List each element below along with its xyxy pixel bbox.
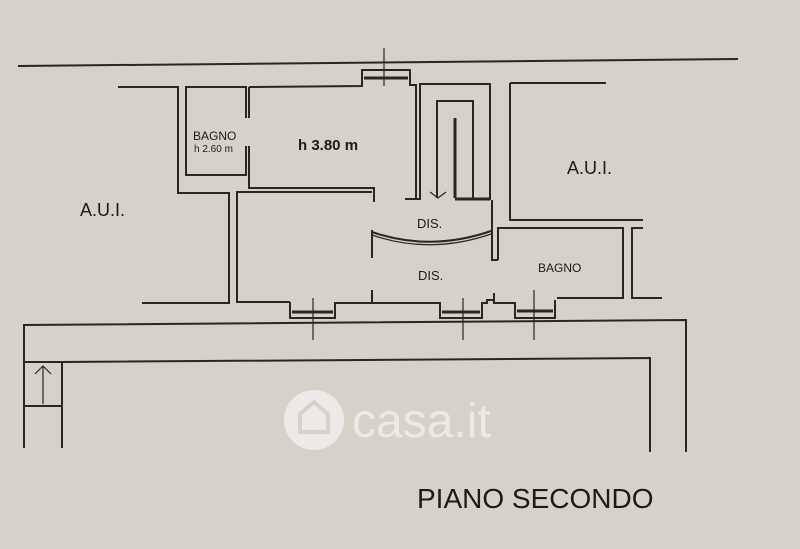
- watermark-text: casa.it: [352, 395, 491, 448]
- room-label-dis-lower: DIS.: [418, 268, 443, 283]
- room-label-dis-upper: DIS.: [417, 216, 442, 231]
- watermark: casa.it: [284, 390, 491, 450]
- walls: [17, 48, 739, 452]
- room-label-bagno-small: BAGNO: [193, 129, 236, 143]
- plan-title: PIANO SECONDO: [417, 483, 653, 514]
- casa-logo-icon: [284, 390, 344, 450]
- room-height-bagno-small: h 2.60 m: [194, 144, 233, 155]
- room-label-aui-right: A.U.I.: [567, 158, 612, 178]
- room-label-aui-left: A.U.I.: [80, 200, 125, 220]
- room-label-bagno-right: BAGNO: [538, 261, 581, 275]
- room-height-main: h 3.80 m: [298, 137, 358, 154]
